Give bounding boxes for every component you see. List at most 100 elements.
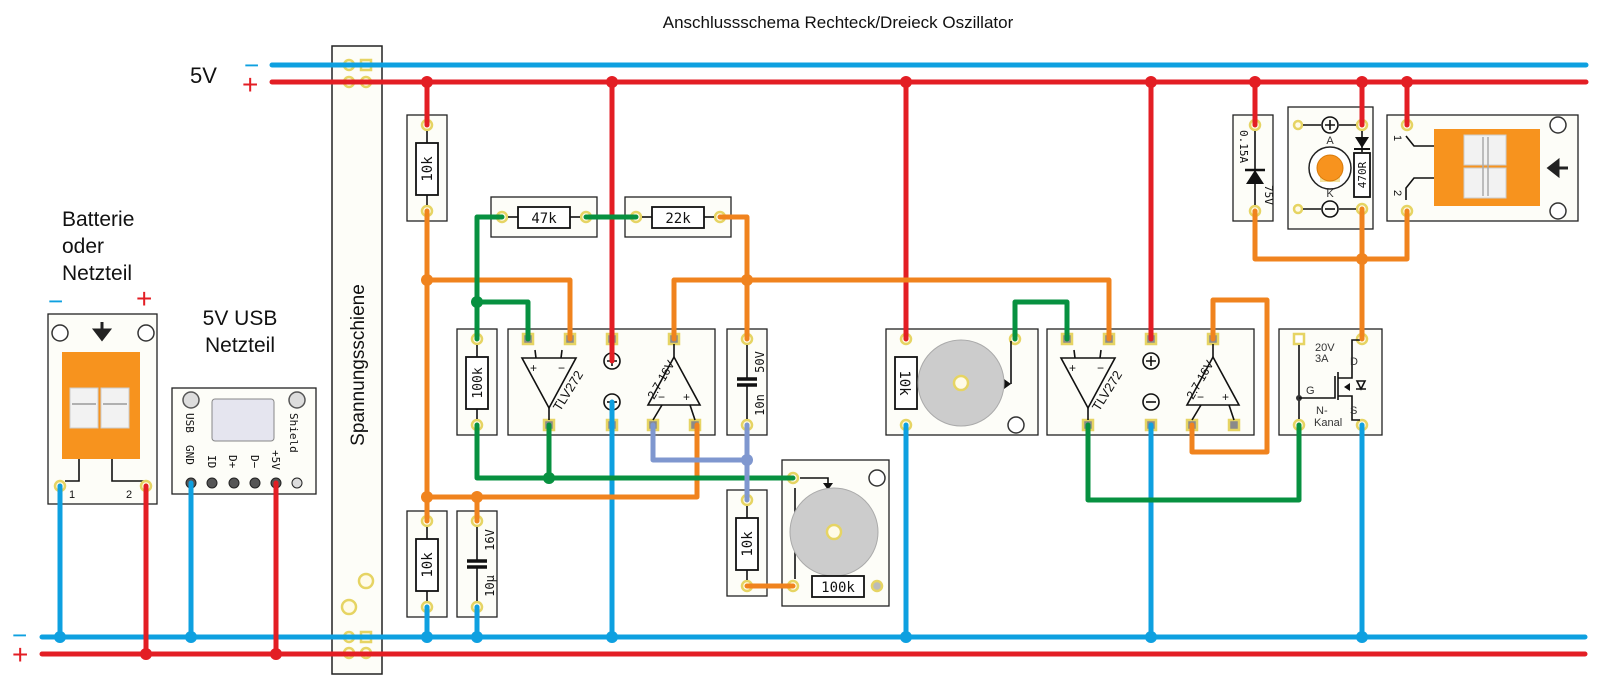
usb-title-line1: 5V USB [203, 307, 278, 330]
capacitor-10u-voltage: 16V [483, 529, 497, 551]
mosfet-gate-label: G [1306, 385, 1315, 397]
usb-pin-label-id: ID [205, 455, 218, 468]
rail-mount-hole [357, 572, 375, 590]
resistor-100k: 100k [456, 328, 498, 436]
opamp2b-minus: − [1197, 390, 1204, 404]
resistor-22k-label: 22k [665, 211, 691, 227]
junction-dots [54, 76, 1413, 660]
usb-label: USB [183, 413, 196, 433]
mosfet-type-line2: Kanal [1314, 417, 1342, 429]
power-rail-board: Spannungsschiene [331, 45, 383, 675]
resistor-22k: 22k [624, 196, 732, 238]
plus-circle-icon [1142, 352, 1160, 370]
battery-pin2-label: 2 [126, 489, 132, 501]
capacitor-10u: 16V 10µ [456, 510, 498, 618]
usb-pin-label-5v: +5V [269, 450, 282, 470]
battery-module: Batterie oder Netzteil − + 1 2 [47, 208, 158, 505]
wire-poti-to-opamp2-plus [1012, 299, 1070, 342]
relay-pin2-label: 2 [1391, 190, 1403, 196]
mount-hole [1549, 116, 1567, 134]
usb-pin-shield [291, 477, 303, 489]
relay-board: 1 2 [1386, 114, 1579, 222]
resistor-10k-top: 10k [406, 114, 448, 222]
resistor-100k-label: 100k [471, 367, 486, 398]
bottom-plus-sign: + [12, 639, 28, 670]
mount-hole [1007, 416, 1025, 434]
mount-hole [137, 324, 155, 342]
wire-relay-to-drain [1359, 208, 1410, 262]
usb-pin-dminus [249, 477, 261, 489]
usb-connector-icon [211, 398, 275, 442]
minus-circle-icon [1321, 200, 1339, 218]
led-lamp-icon [1316, 154, 1344, 182]
potentiometer-100k-label: 100k [821, 580, 855, 596]
opamp1b-plus: + [683, 390, 690, 404]
led-resistor-label: 470R [1356, 161, 1369, 188]
opamp2a-minus: − [1097, 361, 1104, 375]
usb-title-line2: Netzteil [205, 334, 275, 357]
mosfet-type-line1: N- [1316, 405, 1328, 417]
wire-diode-to-drain [1252, 208, 1365, 342]
usb-pin-label-gnd: GND [183, 445, 196, 465]
battery-title-line3: Netzteil [62, 262, 132, 285]
resistor-47k-label: 47k [531, 211, 557, 227]
resistor-10k-top-label: 10k [420, 156, 436, 182]
capacitor-10n-value: 10n [753, 394, 767, 416]
led-anode-label: A [1326, 135, 1334, 147]
wire-opamp2-to-gate [1085, 422, 1302, 503]
resistor-10k-bottom-left: 10k [406, 510, 448, 618]
resistor-10k-bottom-mid-label: 10k [740, 531, 756, 557]
mosfet-drain-label: D [1350, 356, 1358, 368]
mosfet-current-rating: 3A [1315, 353, 1329, 365]
capacitor-10u-value: 10µ [483, 575, 497, 597]
arrow-left-icon [1546, 157, 1568, 179]
usb-pin-dplus [228, 477, 240, 489]
usb-pin-id [206, 477, 218, 489]
usb-pin-label-dminus: D− [248, 455, 261, 469]
relay-pin1-label: 1 [1391, 135, 1403, 141]
top-plus-sign: + [242, 69, 258, 100]
potentiometer-100k: 100k [781, 459, 890, 607]
led-cathode-label: K [1326, 188, 1334, 200]
diode-voltage-label: 75V [1262, 185, 1275, 205]
resistor-47k: 47k [490, 196, 598, 238]
resistor-10k-mid-label: 10k [896, 370, 912, 396]
mosfet-source-label: S [1350, 405, 1357, 417]
supply-voltage-label: 5V [190, 63, 217, 88]
battery-plus-sign: + [136, 283, 152, 314]
diagram-title: Anschlussschema Rechteck/Dreieck Oszilla… [663, 13, 1014, 32]
wire-100k-to-poti [474, 422, 796, 481]
mount-hole [51, 324, 69, 342]
battery-pin1-label: 1 [69, 489, 75, 501]
arrow-down-icon [91, 322, 113, 342]
mosfet-board: 20V 3A D G S N- Kanal [1278, 328, 1383, 436]
opamp1b-minus: − [658, 390, 665, 404]
rail-mount-hole [340, 598, 358, 616]
wire-vref-to-opamp1b-plus [424, 422, 700, 500]
opamp2b-plus: + [1222, 390, 1229, 404]
wire-22k-to-cap [717, 214, 750, 342]
led-board: A K 470R [1287, 106, 1374, 230]
wire-opamp2b-feedback [1189, 297, 1270, 455]
battery-minus-sign: − [48, 286, 63, 316]
wire-integrator [650, 422, 750, 503]
resistor-10k-bottom-mid: 10k [726, 489, 768, 597]
shield-label: Shield [287, 413, 300, 453]
usb-power-module: 5V USB Netzteil USB Shield GND ID D+ D− … [171, 307, 317, 495]
opamp-board-2: + − TLV272 − + 2.7-16V [1046, 328, 1255, 436]
wire-to-opamp1-plus [474, 299, 531, 342]
mosfet-voltage-rating: 20V [1315, 342, 1335, 354]
bottom-minus-sign: − [12, 620, 27, 650]
usb-pin-label-dplus: D+ [226, 455, 239, 469]
battery-title-line1: Batterie [62, 208, 134, 231]
mount-hole [182, 391, 200, 409]
minus-circle-icon [1142, 393, 1160, 411]
mount-hole [288, 391, 306, 409]
wire-triangle-out [671, 277, 1112, 342]
resistor-10k-bottom-left-label: 10k [420, 552, 436, 578]
mount-hole [1549, 202, 1567, 220]
opamp2a-plus: + [1069, 361, 1076, 375]
rail-label: Spannungsschiene [348, 284, 369, 446]
capacitor-10n: 50V 10n [726, 328, 768, 436]
